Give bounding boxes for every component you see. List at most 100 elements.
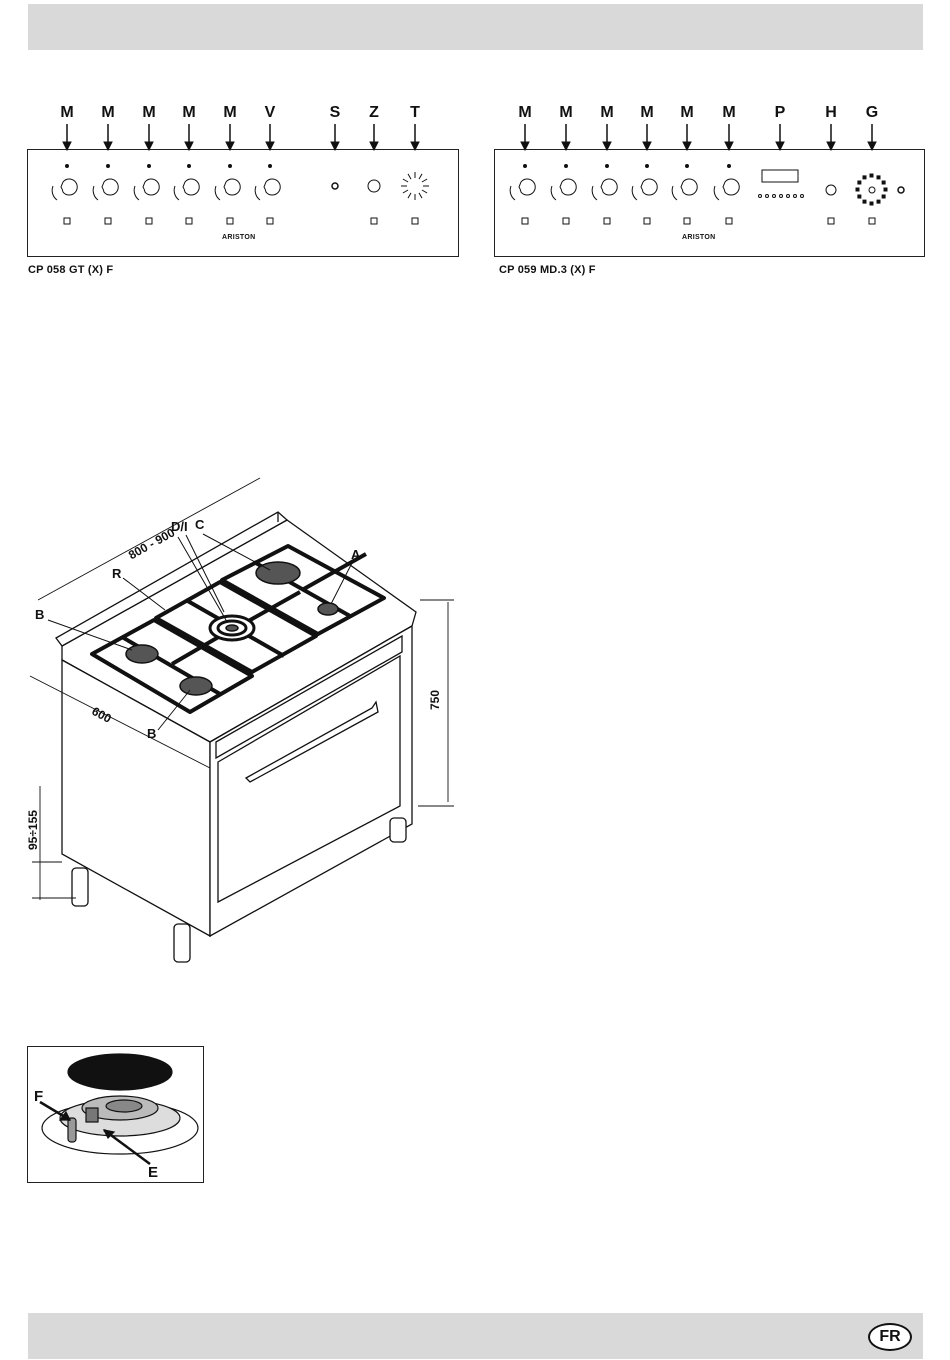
left-timer-knob	[368, 180, 380, 192]
right-knob-4-symbol	[684, 218, 690, 224]
programmer-display	[762, 170, 798, 182]
right-g-tick	[863, 176, 866, 179]
burner-detail-frame	[27, 1046, 204, 1183]
left-thermostat-tick	[422, 190, 427, 193]
right-knob-3-marker	[646, 165, 649, 168]
right-h-symbol	[828, 218, 834, 224]
left-knob-0-icon	[61, 179, 77, 195]
left-thermostat-tick	[403, 190, 408, 193]
right-knob-1-symbol	[563, 218, 569, 224]
left-thermostat-tick	[419, 174, 422, 179]
right-knob-0-symbol	[522, 218, 528, 224]
left-knob-5-icon	[264, 179, 280, 195]
right-1-arrowhead	[562, 142, 570, 150]
left-knob-0-dial	[52, 186, 57, 200]
right-3-arrowhead	[643, 142, 651, 150]
left-4-arrowhead	[226, 142, 234, 150]
left-knob-5-symbol	[267, 218, 273, 224]
right-knob-2-marker	[606, 165, 609, 168]
right-g-tick	[877, 176, 880, 179]
right-g-tick	[863, 200, 866, 203]
label-a: A	[351, 547, 360, 562]
right-g-knob	[869, 187, 875, 193]
left-knob-4-marker	[229, 165, 232, 168]
left-thermostat-tick	[422, 179, 427, 182]
right-knob-0-icon	[519, 179, 535, 195]
right-knob-4-dial	[672, 186, 677, 200]
dimension-legs: 95÷155	[26, 810, 40, 850]
right-g-tick	[877, 200, 880, 203]
label-b-top: B	[35, 607, 44, 622]
left-1-arrowhead	[104, 142, 112, 150]
right-knob-3-dial	[632, 186, 637, 200]
right-g-tick	[858, 181, 861, 184]
dimension-height: 750	[428, 690, 442, 710]
left-knob-2-marker	[148, 165, 151, 168]
left-knob-4-symbol	[227, 218, 233, 224]
left-knob-2-symbol	[146, 218, 152, 224]
right-knob-5-dial	[714, 186, 719, 200]
left-s-arrowhead	[331, 142, 339, 150]
left-knob-1-marker	[107, 165, 110, 168]
language-badge: FR	[868, 1323, 912, 1351]
left-indicator-light	[332, 183, 338, 189]
left-timer-symbol	[371, 218, 377, 224]
programmer-button	[773, 195, 776, 198]
left-knob-5-marker	[269, 165, 272, 168]
left-thermostat-tick	[419, 193, 422, 198]
programmer-button	[759, 195, 762, 198]
right-g-tick	[856, 188, 859, 191]
right-h-knob	[826, 185, 836, 195]
left-knob-3-dial	[174, 186, 179, 200]
right-g-tick	[884, 188, 887, 191]
left-knob-2-dial	[134, 186, 139, 200]
right-knob-3-symbol	[644, 218, 650, 224]
left-knob-1-icon	[102, 179, 118, 195]
right-g-tick	[882, 181, 885, 184]
left-t-arrowhead	[411, 142, 419, 150]
left-knob-0-symbol	[64, 218, 70, 224]
programmer-button	[780, 195, 783, 198]
right-g-tick	[870, 202, 873, 205]
footer-bar	[28, 1313, 923, 1359]
right-knob-2-icon	[601, 179, 617, 195]
label-r: R	[112, 566, 121, 581]
right-knob-5-icon	[723, 179, 739, 195]
label-e: E	[148, 1164, 158, 1181]
right-knob-1-dial	[551, 186, 556, 200]
left-3-arrowhead	[185, 142, 193, 150]
left-knob-3-marker	[188, 165, 191, 168]
left-knob-4-dial	[215, 186, 220, 200]
right-0-arrowhead	[521, 142, 529, 150]
left-knob-1-symbol	[105, 218, 111, 224]
left-z-arrowhead	[370, 142, 378, 150]
right-g-symbol	[869, 218, 875, 224]
right-knob-3-icon	[641, 179, 657, 195]
right-p-arrowhead	[776, 142, 784, 150]
label-c: C	[195, 517, 204, 532]
cooker-drawing	[30, 478, 454, 962]
left-5-arrowhead	[266, 142, 274, 150]
left-0-arrowhead	[63, 142, 71, 150]
left-knob-4-icon	[224, 179, 240, 195]
right-4-arrowhead	[683, 142, 691, 150]
right-g-arrowhead	[868, 142, 876, 150]
right-knob-5-marker	[728, 165, 731, 168]
right-2-arrowhead	[603, 142, 611, 150]
left-thermostat-symbol	[412, 218, 418, 224]
left-thermostat-tick	[408, 193, 411, 198]
right-knob-4-icon	[681, 179, 697, 195]
right-g-tick	[858, 195, 861, 198]
left-2-arrowhead	[145, 142, 153, 150]
left-knob-2-icon	[143, 179, 159, 195]
label-b-bottom: B	[147, 726, 156, 741]
right-knob-2-symbol	[604, 218, 610, 224]
right-knob-2-dial	[592, 186, 597, 200]
left-knob-1-dial	[93, 186, 98, 200]
right-knob-1-marker	[565, 165, 568, 168]
right-knob-4-marker	[686, 165, 689, 168]
right-5-arrowhead	[725, 142, 733, 150]
right-knob-1-icon	[560, 179, 576, 195]
left-thermostat-tick	[403, 179, 408, 182]
programmer-button	[787, 195, 790, 198]
